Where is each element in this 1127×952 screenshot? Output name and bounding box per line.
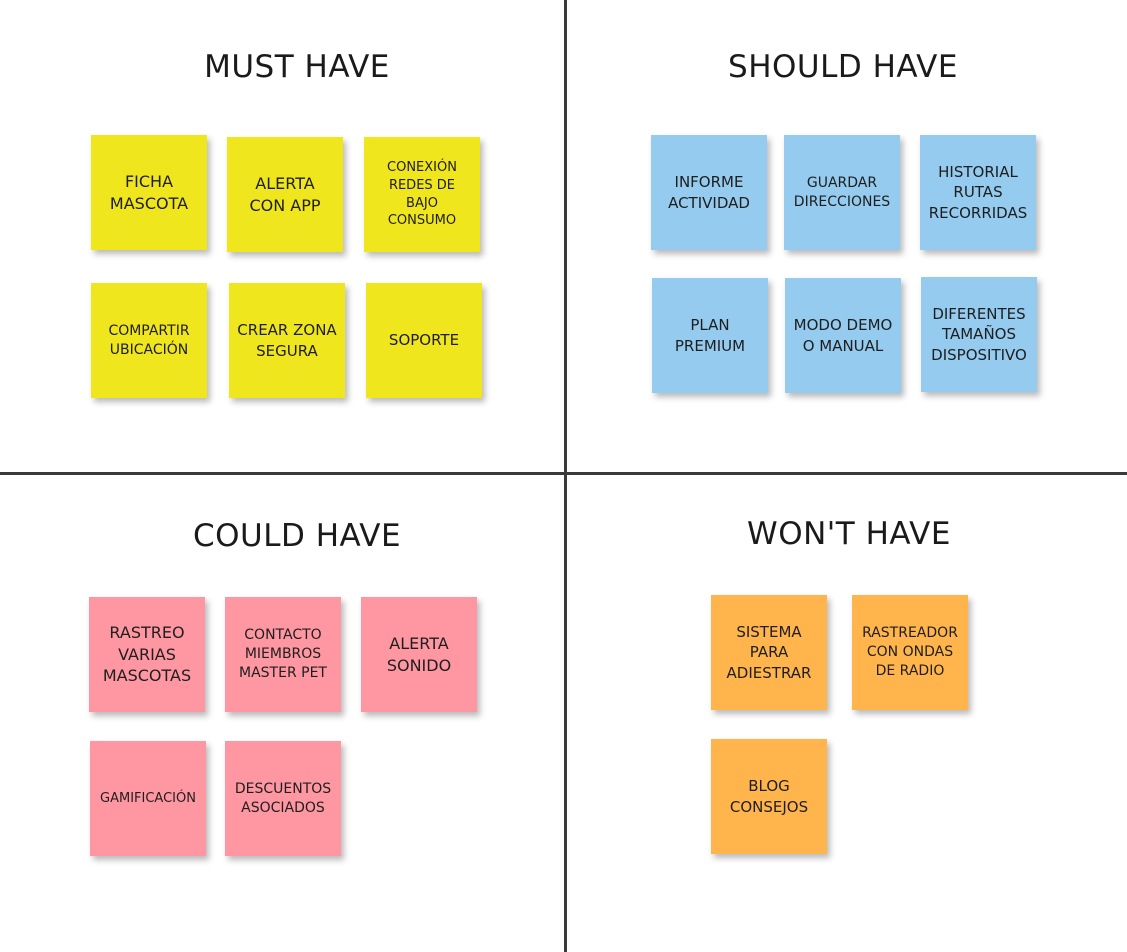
wont-have-title: WON'T HAVE	[747, 516, 951, 552]
vertical-divider	[564, 0, 567, 952]
sticky-note-descuentos-asociados[interactable]: DESCUENTOS ASOCIADOS	[225, 741, 341, 856]
sticky-note-rastreo-varias[interactable]: RASTREO VARIAS MASCOTAS	[89, 597, 205, 712]
sticky-note-crear-zona-segura[interactable]: CREAR ZONA SEGURA	[229, 283, 345, 398]
should-have-title: SHOULD HAVE	[728, 49, 958, 85]
sticky-note-gamificacion[interactable]: GAMIFICACIÓN	[90, 741, 206, 856]
sticky-note-informe-actividad[interactable]: INFORME ACTIVIDAD	[651, 135, 767, 250]
sticky-note-conexion-redes[interactable]: CONEXIÓN REDES DE BAJO CONSUMO	[364, 137, 480, 252]
sticky-note-contacto-miembros[interactable]: CONTACTO MIEMBROS MASTER PET	[225, 597, 341, 712]
sticky-note-rastreador-radio[interactable]: RASTREADOR CON ONDAS DE RADIO	[852, 595, 968, 710]
sticky-note-diferentes-tamanos[interactable]: DIFERENTES TAMAÑOS DISPOSITIVO	[921, 277, 1037, 392]
sticky-note-alerta-sonido[interactable]: ALERTA SONIDO	[361, 597, 477, 712]
sticky-note-modo-demo[interactable]: MODO DEMO O MANUAL	[785, 278, 901, 393]
sticky-note-alerta-con-app[interactable]: ALERTA CON APP	[227, 137, 343, 252]
sticky-note-plan-premium[interactable]: PLAN PREMIUM	[652, 278, 768, 393]
sticky-note-guardar-direcciones[interactable]: GUARDAR DIRECCIONES	[784, 135, 900, 250]
must-have-title: MUST HAVE	[204, 49, 390, 85]
sticky-note-sistema-adiestrar[interactable]: SISTEMA PARA ADIESTRAR	[711, 595, 827, 710]
sticky-note-blog-consejos[interactable]: BLOG CONSEJOS	[711, 739, 827, 854]
horizontal-divider	[0, 472, 1127, 475]
sticky-note-compartir-ubicacion[interactable]: COMPARTIR UBICACIÓN	[91, 283, 207, 398]
sticky-note-historial-rutas[interactable]: HISTORIAL RUTAS RECORRIDAS	[920, 135, 1036, 250]
sticky-note-soporte[interactable]: SOPORTE	[366, 283, 482, 398]
sticky-note-ficha-mascota[interactable]: FICHA MASCOTA	[91, 135, 207, 250]
could-have-title: COULD HAVE	[192, 518, 402, 554]
